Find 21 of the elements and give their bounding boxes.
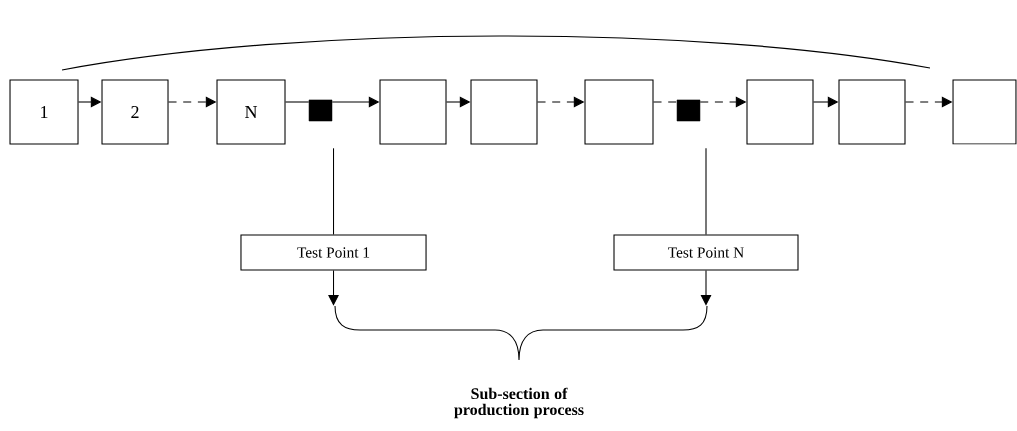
arrow [328,269,339,306]
arrow [700,269,712,306]
process-box [952,79,1017,145]
connector-line [653,101,678,103]
process-box [379,79,447,145]
process-box [838,79,906,145]
connector-line [285,101,310,103]
process-box [746,79,814,145]
caption-text: Sub-section of production process [454,387,584,419]
process-box: 2 [101,79,169,145]
test-point-marker [676,99,701,122]
process-box [470,79,538,145]
test-point-box: Test Point 1 [240,234,427,271]
process-box [584,79,654,145]
test-point-marker [308,99,333,122]
process-box: N [216,79,286,145]
connector-line [332,147,335,236]
process-box: 1 [9,79,79,145]
test-point-box: Test Point N [613,234,799,271]
connector-line [705,147,707,236]
curly-brace [334,305,708,361]
